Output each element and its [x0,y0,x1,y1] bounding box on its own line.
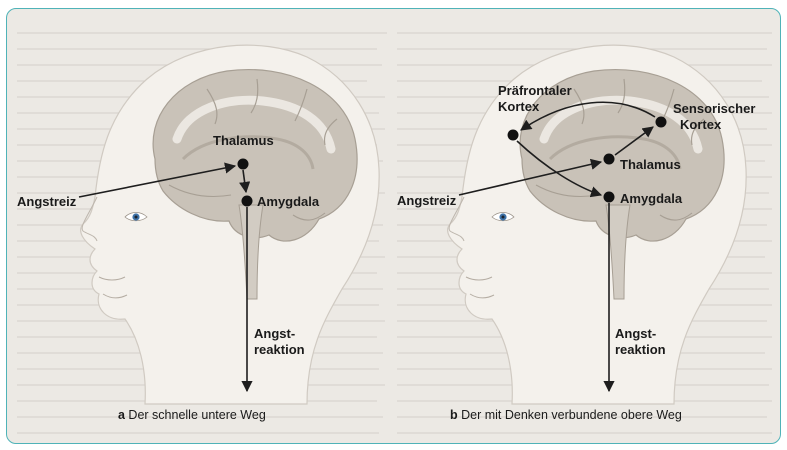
reaktion-label-b-2: reaktion [615,342,666,357]
thalamus-node-a [238,159,249,170]
sensorisch-label-b-1: Sensorischer [673,101,755,116]
caption-text-a: Der schnelle untere Weg [125,408,266,422]
caption-a: a Der schnelle untere Weg [118,408,266,422]
thalamus-label-a: Thalamus [213,133,274,148]
angstreiz-label-a: Angstreiz [17,194,77,209]
amygdala-label-a: Amygdala [257,194,320,209]
praefrontal-label-b-2: Kortex [498,99,540,114]
praefrontal-label-b-1: Präfrontaler [498,83,572,98]
angstreiz-label-b: Angstreiz [397,193,457,208]
thalamus-node-b [604,154,615,165]
amygdala-label-b: Amygdala [620,191,683,206]
caption-b: b Der mit Denken verbundene obere Weg [450,408,682,422]
caption-text-b: Der mit Denken verbundene obere Weg [458,408,682,422]
praefrontal-node-b [508,130,519,141]
thalamus-label-b: Thalamus [620,157,681,172]
reaktion-label-a-2: reaktion [254,342,305,357]
panel-b: Präfrontaler Kortex Sensorischer Kortex … [397,45,755,422]
figure-frame: Thalamus Amygdala Angstreiz Angst- reakt… [6,8,781,444]
amygdala-node-a [242,196,253,207]
figure-canvas: Thalamus Amygdala Angstreiz Angst- reakt… [7,9,780,443]
sensorisch-label-b-2: Kortex [680,117,722,132]
panel-a: Thalamus Amygdala Angstreiz Angst- reakt… [17,45,379,422]
amygdala-node-b [604,192,615,203]
reaktion-label-b-1: Angst- [615,326,656,341]
sensorisch-node-b [656,117,667,128]
reaktion-label-a-1: Angst- [254,326,295,341]
